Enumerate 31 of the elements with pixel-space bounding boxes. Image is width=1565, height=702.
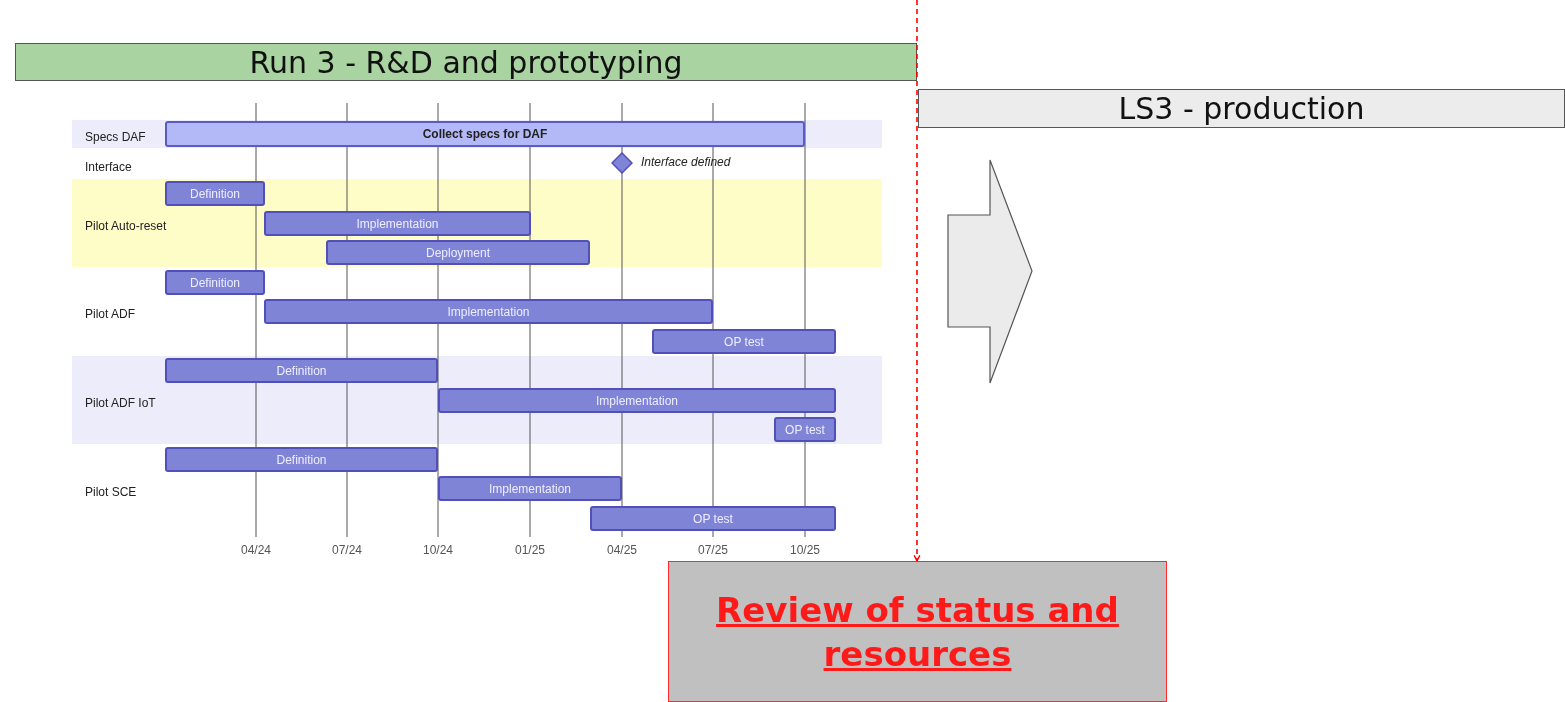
task-bar: OP test: [652, 329, 836, 354]
task-bar: OP test: [774, 417, 836, 442]
task-bar: Definition: [165, 358, 438, 383]
axis-tick-label: 04/25: [607, 543, 637, 557]
row-label: Pilot ADF IoT: [85, 396, 156, 410]
row-label: Pilot ADF: [85, 307, 135, 321]
task-bar: Implementation: [438, 476, 622, 501]
axis-tick-label: 10/25: [790, 543, 820, 557]
task-bar: Definition: [165, 270, 265, 295]
task-bar: Definition: [165, 181, 265, 206]
task-bar: Deployment: [326, 240, 590, 265]
phase-banner: Run 3 - R&D and prototyping: [15, 43, 917, 81]
task-bar: Collect specs for DAF: [165, 121, 805, 147]
axis-tick-label: 07/24: [332, 543, 362, 557]
row-label: Interface: [85, 160, 132, 174]
task-bar: Definition: [165, 447, 438, 472]
task-bar: Implementation: [264, 211, 531, 236]
axis-tick-label: 04/24: [241, 543, 271, 557]
dashed-arrow: [913, 0, 921, 562]
task-bar: OP test: [590, 506, 836, 531]
task-bar: Implementation: [438, 388, 836, 413]
row-label: Specs DAF: [85, 130, 146, 144]
phase-banner: LS3 - production: [918, 89, 1565, 128]
axis-tick-label: 01/25: [515, 543, 545, 557]
axis-tick-label: 07/25: [698, 543, 728, 557]
axis-tick-label: 10/24: [423, 543, 453, 557]
task-bar: Implementation: [264, 299, 713, 324]
review-box: Review of status and resources: [668, 561, 1167, 702]
row-label: Pilot SCE: [85, 485, 137, 499]
row-label: Pilot Auto-reset: [85, 219, 167, 233]
milestone-label: Interface defined: [641, 155, 731, 169]
